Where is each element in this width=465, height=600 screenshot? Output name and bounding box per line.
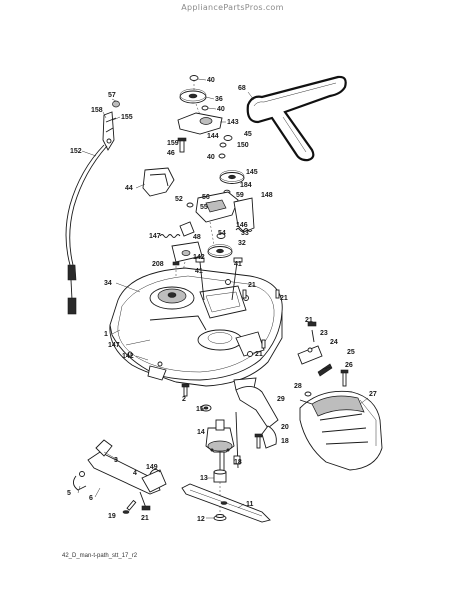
leader-lines [77, 78, 369, 519]
callout-2: 2 [182, 396, 186, 403]
callout-25: 25 [347, 349, 355, 356]
control-cable[interactable] [65, 144, 108, 315]
callout-48: 48 [193, 234, 201, 241]
callout-158: 158 [91, 107, 103, 114]
callout-40: 40 [207, 154, 215, 161]
callout-6: 6 [89, 495, 93, 502]
callout-5: 5 [67, 490, 71, 497]
callout-159: 159 [167, 140, 179, 147]
callout-56: 56 [202, 194, 210, 201]
center-pulley[interactable] [207, 233, 233, 258]
callout-29: 29 [277, 396, 285, 403]
callout-59: 59 [236, 192, 244, 199]
callout-23: 23 [320, 330, 328, 337]
callout-41: 41 [234, 261, 242, 268]
callout-15: 15 [196, 406, 204, 413]
callout-21: 21 [255, 351, 263, 358]
callout-27: 27 [369, 391, 377, 398]
callout-152: 152 [70, 148, 82, 155]
callout-155: 155 [121, 114, 133, 121]
callout-1: 1 [104, 331, 108, 338]
mower-deck[interactable] [109, 267, 283, 391]
idler-pulley-top[interactable] [179, 75, 209, 111]
callout-34: 34 [104, 280, 112, 287]
callout-26: 26 [345, 362, 353, 369]
callout-147: 147 [149, 233, 161, 240]
callout-4: 4 [133, 470, 137, 477]
callout-150: 150 [237, 142, 249, 149]
callout-3: 3 [114, 457, 118, 464]
tension-spring[interactable] [159, 228, 253, 238]
callout-142: 142 [122, 353, 134, 360]
callout-24: 24 [330, 339, 338, 346]
idler-arm-assembly[interactable] [186, 191, 255, 246]
mower-blade[interactable] [181, 483, 271, 523]
blade-adapter[interactable] [213, 469, 227, 500]
callout-208: 208 [152, 261, 164, 268]
callout-143: 143 [227, 119, 239, 126]
callout-18: 18 [281, 438, 289, 445]
callout-44: 44 [125, 185, 133, 192]
diagram-caption: 42_D_man-t-path_stt_17_r2 [62, 553, 138, 559]
callout-18: 18 [234, 459, 242, 466]
callout-11: 11 [246, 501, 254, 508]
callout-32: 32 [238, 240, 246, 247]
callout-21: 21 [248, 282, 256, 289]
callout-41: 41 [195, 268, 203, 275]
drive-belt[interactable] [246, 75, 347, 162]
callout-148: 148 [261, 192, 273, 199]
callout-147: 147 [108, 342, 120, 349]
callout-52: 52 [175, 196, 183, 203]
callout-36: 36 [215, 96, 223, 103]
callout-57: 57 [108, 92, 116, 99]
chute-spring[interactable] [317, 363, 333, 377]
callout-68: 68 [238, 85, 246, 92]
callout-21: 21 [280, 295, 288, 302]
callout-20: 20 [281, 424, 289, 431]
discharge-chute[interactable] [299, 390, 383, 471]
callout-labels: 40 36 40 143 68 57 158 155 144 45 150 15… [67, 77, 377, 523]
callout-46: 46 [167, 150, 175, 157]
blade-spindle[interactable] [200, 404, 241, 470]
idler-bracket[interactable] [177, 103, 233, 159]
bolt-159[interactable] [177, 137, 187, 153]
chute-bracket[interactable] [297, 321, 323, 365]
callout-55: 55 [200, 204, 208, 211]
watermark: AppliancePartsPros.com [181, 3, 284, 12]
callout-12: 12 [197, 516, 205, 523]
deck-hardware[interactable] [127, 289, 280, 397]
chute-hardware[interactable] [299, 369, 349, 405]
callout-33: 33 [241, 230, 249, 237]
callout-28: 28 [294, 383, 302, 390]
deck-lift-bracket[interactable] [102, 100, 120, 151]
callout-142: 142 [193, 254, 205, 261]
callout-54: 54 [218, 230, 226, 237]
callout-19: 19 [108, 513, 116, 520]
callout-40: 40 [207, 77, 215, 84]
callout-21: 21 [305, 317, 313, 324]
callout-149: 149 [146, 464, 158, 471]
callout-144: 144 [207, 133, 219, 140]
front-bracket[interactable] [235, 386, 279, 449]
callout-184: 184 [240, 182, 252, 189]
callout-14: 14 [197, 429, 205, 436]
callout-45: 45 [244, 131, 252, 138]
callout-145: 145 [246, 169, 258, 176]
callout-13: 13 [200, 475, 208, 482]
belt-guide-bracket[interactable] [142, 167, 175, 197]
callout-21: 21 [141, 515, 149, 522]
deck-rods[interactable] [172, 257, 243, 301]
front-link-assembly[interactable] [73, 439, 167, 514]
pivot-bracket[interactable] [171, 221, 203, 286]
callout-40: 40 [217, 106, 225, 113]
callout-146: 146 [236, 222, 248, 229]
